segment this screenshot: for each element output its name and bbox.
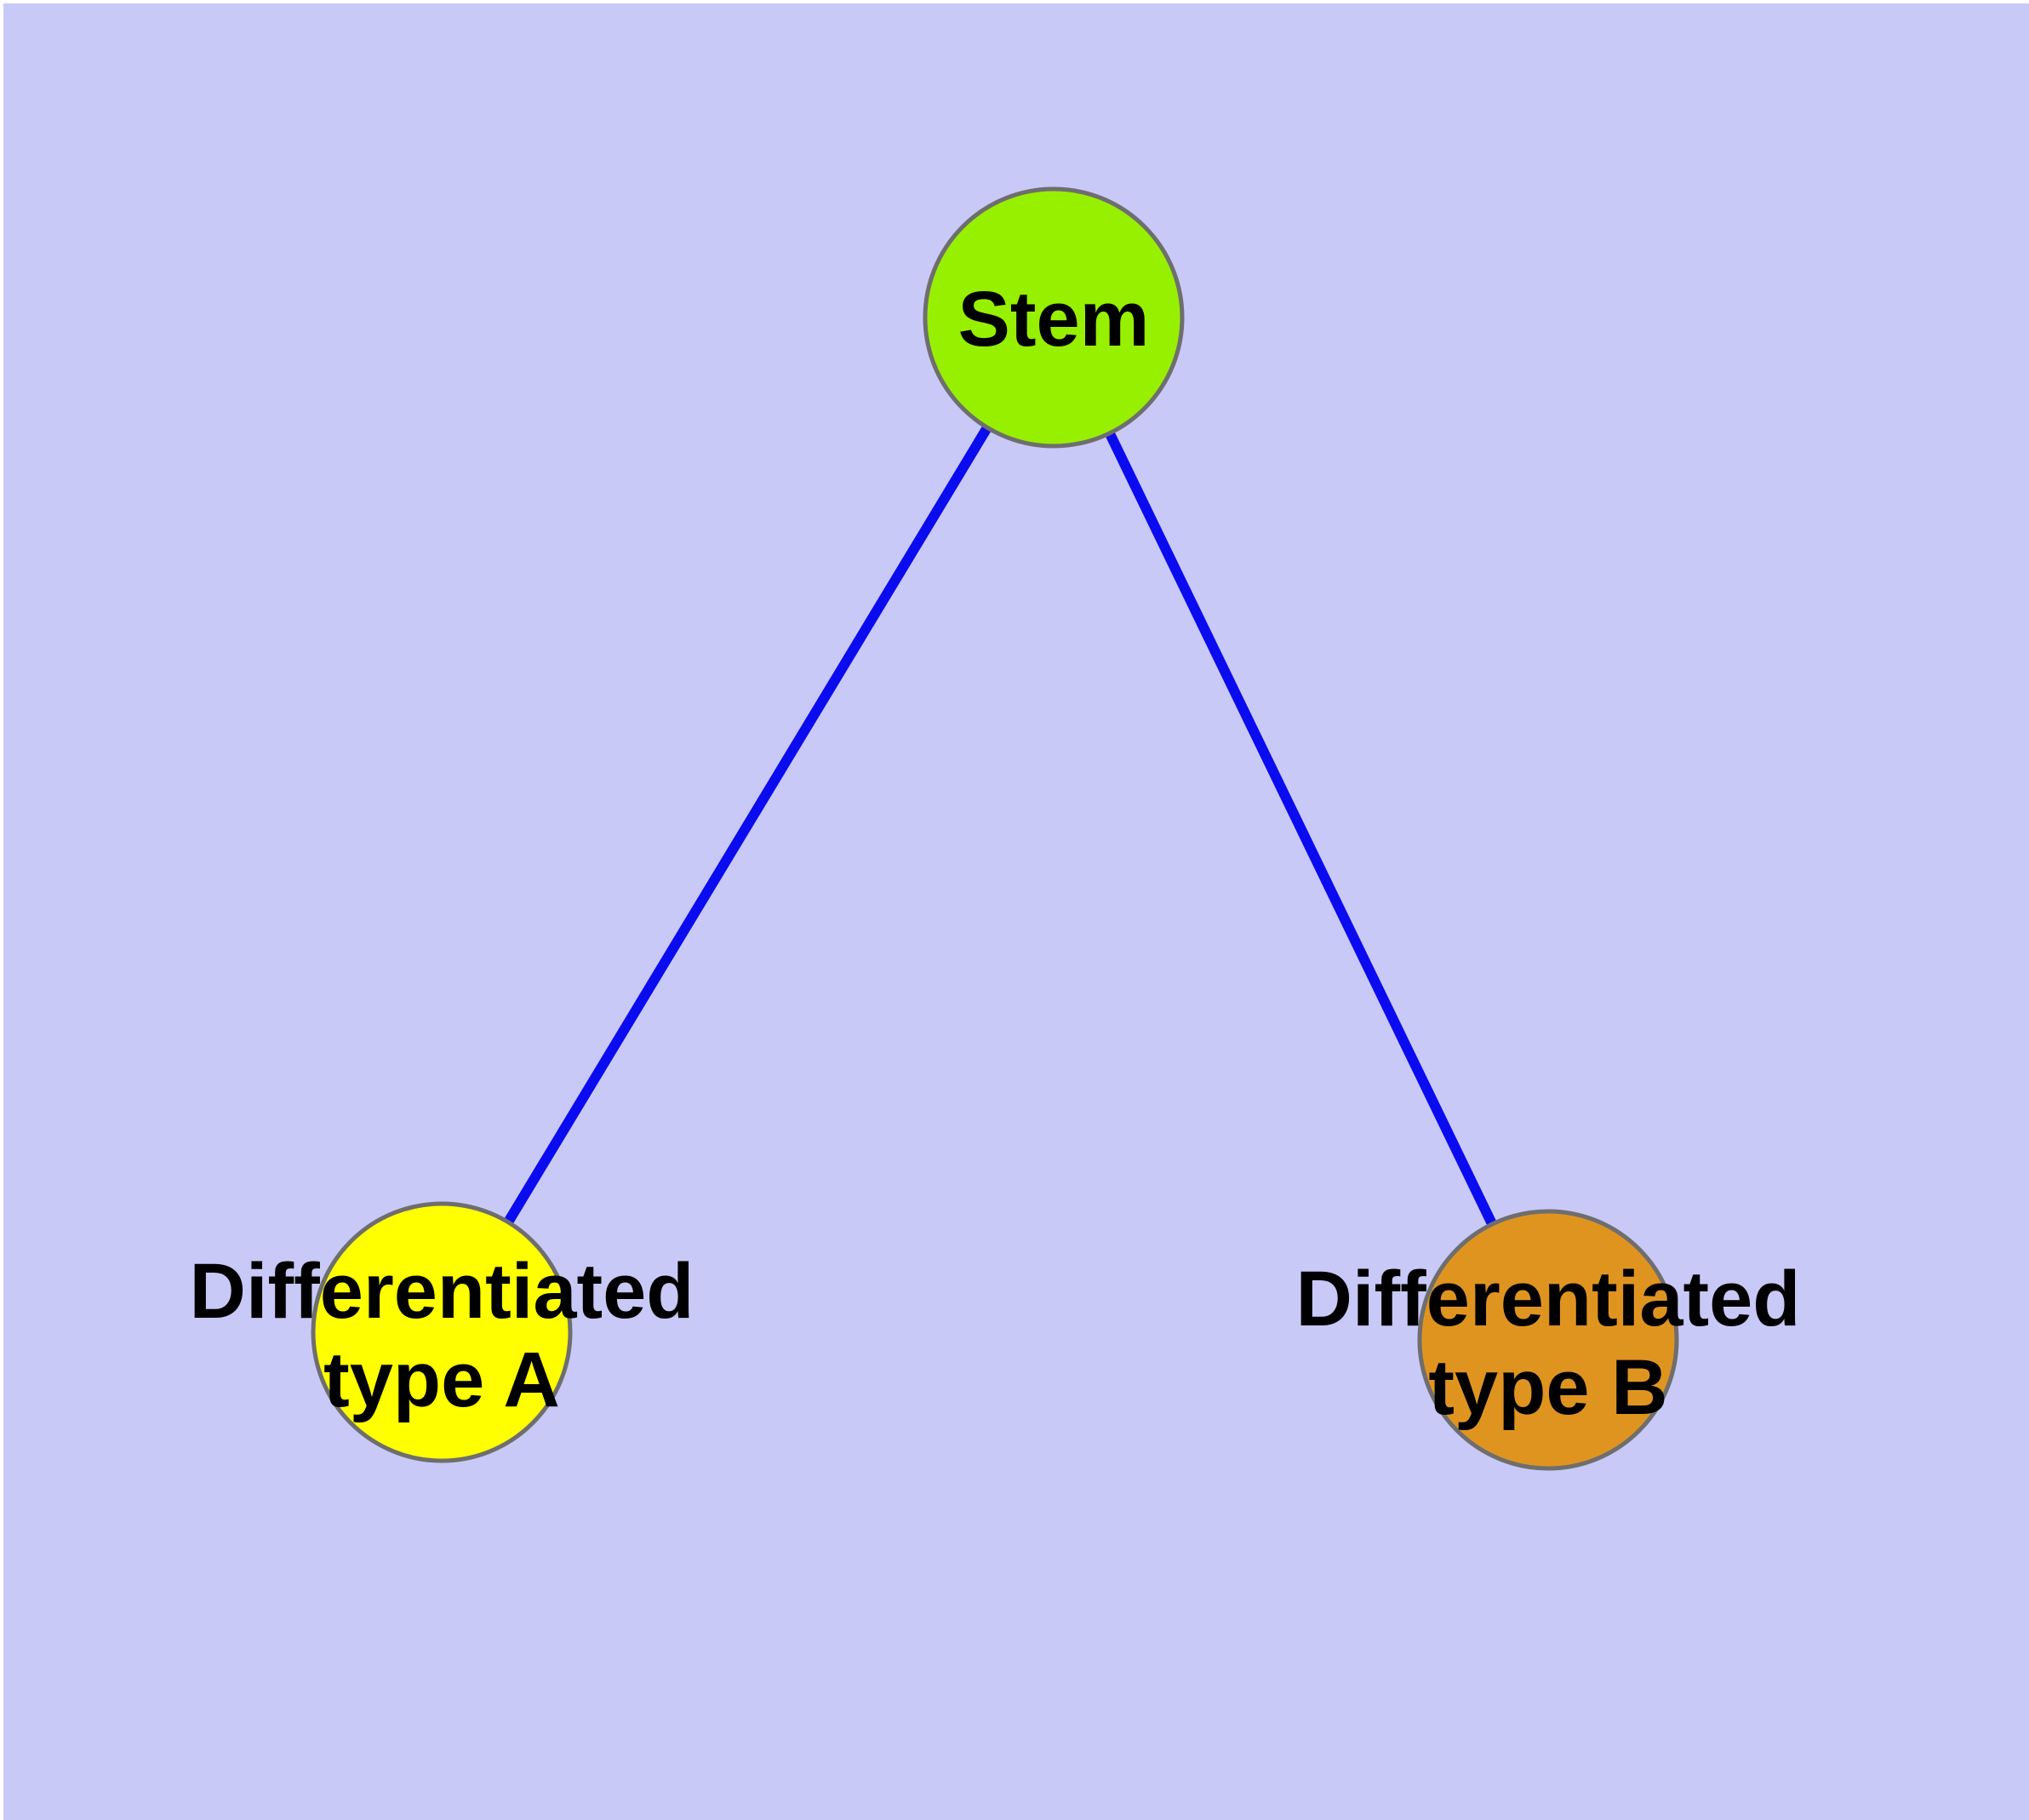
node-stem [923,186,1185,449]
nodes-layer [311,186,1679,1471]
edge-stem-diff-type-a [437,314,1059,1336]
node-label-diff-type-a-line1: Differentiated [190,1248,694,1335]
node-diff-type-a [311,1201,573,1463]
node-label-diff-type-a-line2: type A [323,1336,560,1423]
node-label-stem-line1: Stem [958,276,1150,363]
node-diff-type-b [1417,1209,1679,1471]
node-label-diff-type-b-line1: Differentiated [1296,1256,1801,1342]
edges-layer [437,314,1553,1342]
edge-stem-diff-type-b [1049,315,1553,1342]
node-label-diff-type-b-line2: type B [1428,1344,1667,1431]
